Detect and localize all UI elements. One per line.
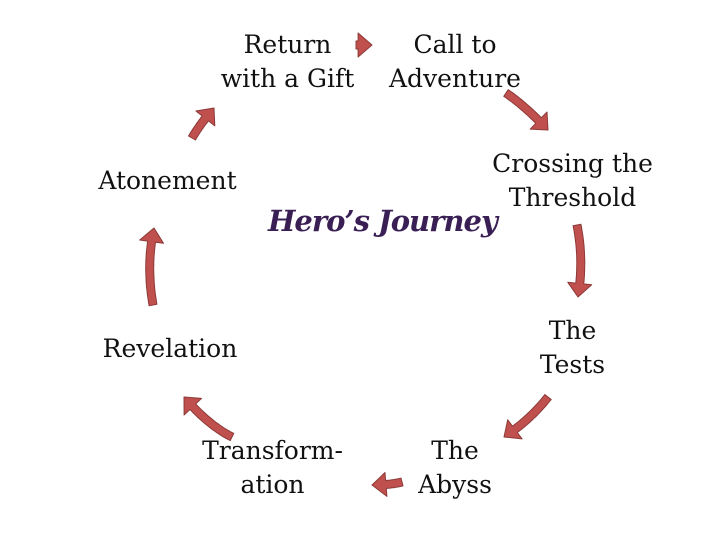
stage-the-tests: The Tests bbox=[539, 316, 606, 379]
arrow-tests-to-abyss bbox=[503, 394, 552, 440]
stage-call-to-adventure: Call to Adventure bbox=[389, 30, 521, 93]
stage-transformation: Transform- ation bbox=[202, 436, 343, 499]
stage-return-with-a-gift: Return with a Gift bbox=[220, 30, 355, 93]
stage-crossing-the-threshold: Crossing the Threshold bbox=[492, 149, 653, 212]
arrow-call-to-threshold bbox=[503, 89, 549, 131]
arrow-threshold-to-tests bbox=[567, 223, 593, 298]
diagram-title: Hero’s Journey bbox=[268, 204, 498, 238]
arrow-abyss-to-transformation bbox=[371, 472, 404, 497]
stage-revelation: Revelation bbox=[102, 334, 238, 363]
arrow-transformation-to-revelation bbox=[183, 396, 235, 442]
stage-atonement: Atonement bbox=[98, 166, 237, 195]
arrow-atonement-to-return bbox=[188, 107, 216, 141]
arrow-revelation-to-atonement bbox=[139, 227, 164, 307]
stage-the-abyss: The Abyss bbox=[418, 436, 492, 499]
arrow-return-to-call bbox=[355, 32, 373, 58]
